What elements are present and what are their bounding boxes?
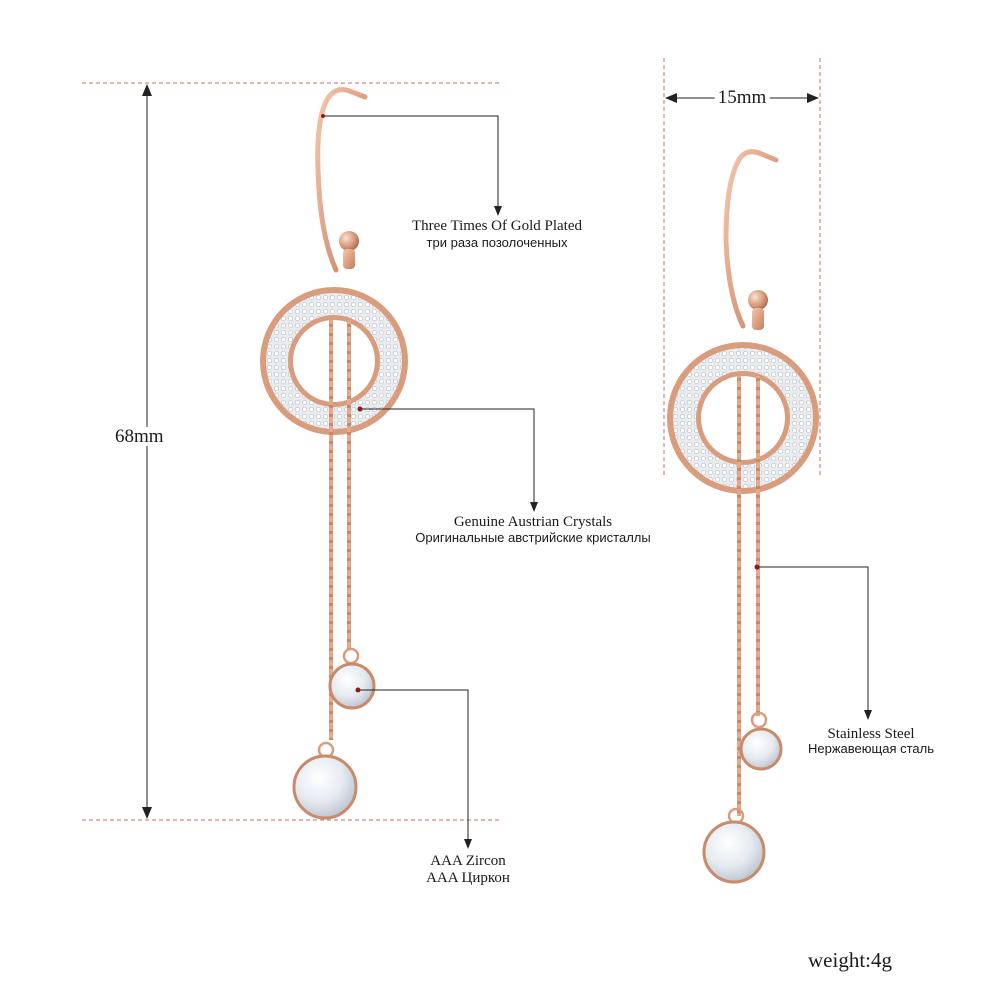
plating-callout-line [323,115,499,212]
right-earring [667,149,819,884]
crystals-callout-dot [357,406,363,412]
weight-label: weight:4g [808,948,892,972]
zircon-callout-dot [355,687,361,693]
steel-callout-dot [754,564,760,570]
steel-label-ru: Нержавеющая сталь [808,741,934,756]
width-arrow-right [807,93,819,103]
zircon-callout-arrow [464,839,472,849]
right-gem-loop-small [750,711,768,729]
right-bail [752,308,764,330]
right-hook [723,149,779,329]
right-chain-b [756,376,760,716]
left-chain-b [347,320,351,650]
width-dimension-label: 15mm [714,88,770,107]
width-arrow-left [665,93,677,103]
zircon-label-ru: AAA Циркон [426,870,510,886]
height-dimension-label: 68mm [112,427,167,446]
left-bail [343,249,355,269]
left-gem-large [292,754,358,820]
crystals-label-ru: Оригинальные австрийские кристаллы [415,530,651,545]
steel-callout-line [757,566,869,716]
callout-lines [321,114,872,849]
right-chain-a [737,376,741,816]
left-gem-small [328,662,376,710]
plating-label-en: Three Times Of Gold Plated [412,218,582,234]
right-gem-small [739,727,783,771]
left-earring [260,87,408,820]
height-arrow-top [142,84,152,96]
zircon-label-en: AAA Zircon [430,853,506,869]
zircon-callout-line [358,689,469,845]
plating-callout-dot [321,114,325,118]
left-gem-loop-small [342,647,360,665]
height-arrow-bottom [142,807,152,819]
steel-callout-arrow [864,710,872,720]
right-gem-large [702,820,766,884]
right-hook-ball [748,290,768,310]
plating-label-ru: три раза позолоченных [426,235,568,250]
crystals-callout-line [360,408,535,508]
crystals-label-en: Genuine Austrian Crystals [453,514,613,530]
left-chain-a [329,320,333,740]
crystals-callout-arrow [530,502,538,512]
left-ring-hole [293,320,375,402]
right-ring-hole [701,376,785,460]
steel-label-en: Stainless Steel [827,726,915,742]
left-hook-ball [339,231,359,251]
plating-callout-arrow [494,206,502,216]
left-hook [315,87,368,273]
